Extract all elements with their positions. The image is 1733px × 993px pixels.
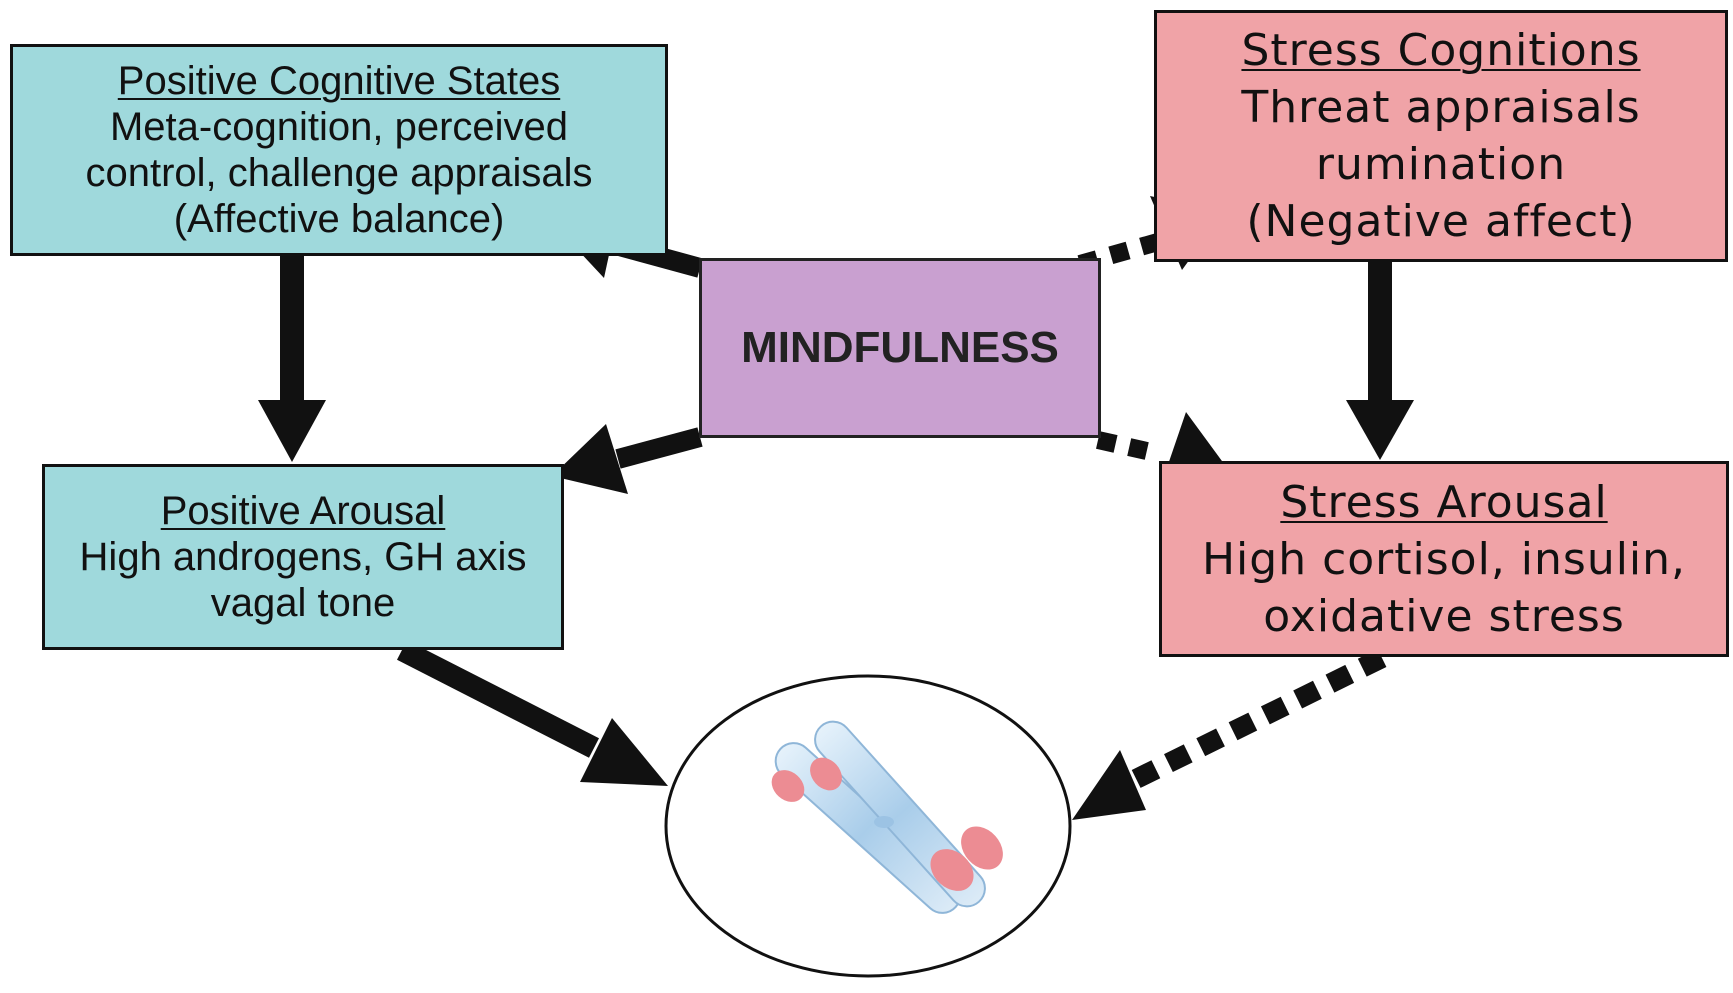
stress-cognitions-title: Stress Cognitions bbox=[1241, 25, 1641, 76]
stress-arousal-line-1: High cortisol, insulin, bbox=[1201, 533, 1687, 585]
positive-cognitive-line-3: (Affective balance) bbox=[173, 197, 505, 241]
mindfulness-label: MINDFULNESS bbox=[741, 323, 1059, 372]
positive-cognitive-line-2: control, challenge appraisals bbox=[85, 151, 593, 195]
chromosome-node bbox=[664, 674, 1072, 978]
arrow-stress-cognitions-to-stress-arousal bbox=[1346, 262, 1414, 460]
mindfulness-box: MINDFULNESS bbox=[699, 258, 1101, 438]
positive-arousal-line-2: vagal tone bbox=[210, 581, 396, 625]
positive-cognitive-title: Positive Cognitive States bbox=[117, 59, 561, 103]
positive-arousal-box: Positive Arousal High androgens, GH axis… bbox=[42, 464, 564, 650]
arrow-mindfulness-to-positive-arousal bbox=[552, 424, 703, 494]
stress-cognitions-line-3: (Negative affect) bbox=[1246, 196, 1636, 247]
stress-cognitions-box: Stress Cognitions Threat appraisals rumi… bbox=[1154, 10, 1728, 262]
positive-arousal-title: Positive Arousal bbox=[160, 489, 446, 533]
arrow-positive-cognitive-to-positive-arousal bbox=[258, 256, 326, 462]
stress-arousal-box: Stress Arousal High cortisol, insulin, o… bbox=[1159, 461, 1729, 657]
positive-cognitive-line-1: Meta-cognition, perceived bbox=[109, 105, 569, 149]
positive-arousal-line-1: High androgens, GH axis bbox=[79, 535, 527, 579]
stress-arousal-line-2: oxidative stress bbox=[1263, 590, 1625, 642]
arrow-positive-arousal-to-chromosome bbox=[396, 640, 668, 786]
stress-cognitions-line-1: Threat appraisals bbox=[1241, 82, 1641, 133]
arrow-stress-arousal-to-chromosome bbox=[1072, 649, 1387, 820]
stress-arousal-title: Stress Arousal bbox=[1280, 476, 1608, 528]
stress-cognitions-line-2: rumination bbox=[1315, 139, 1567, 190]
positive-cognitive-states-box: Positive Cognitive States Meta-cognition… bbox=[10, 44, 668, 256]
chromosome-icon bbox=[771, 720, 1003, 914]
